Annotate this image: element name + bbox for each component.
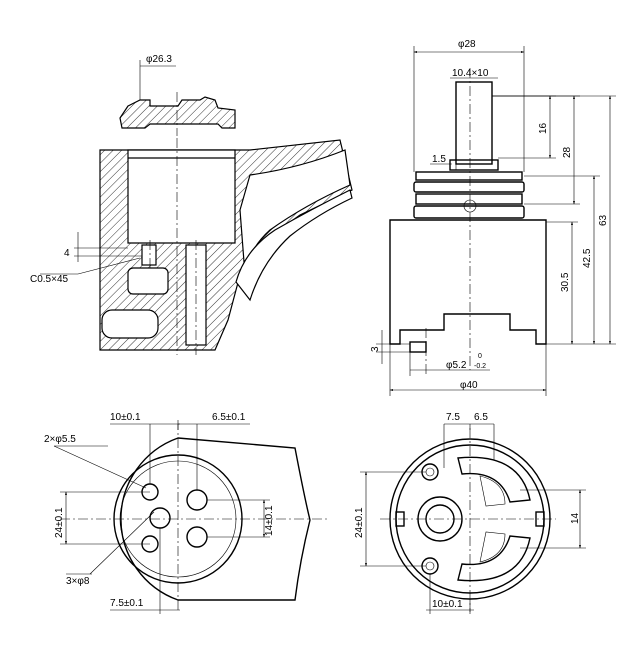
cap-part	[119, 60, 236, 136]
dim-42-5: 42.5	[582, 248, 593, 268]
dim-phi-26-3: φ26.3	[146, 54, 172, 65]
bottom-view-cartridge	[380, 428, 556, 612]
elevation-dimensions: φ28 10.4×10 1.5 16 28 63 42.5 30.5	[370, 39, 616, 396]
dim-24-0-1-right: 24±0.1	[354, 507, 365, 538]
dim-28-vertical: 28	[562, 146, 573, 158]
dim-6-5: 6.5	[474, 412, 488, 423]
dim-10-0-1-bottom: 10±0.1	[432, 599, 463, 610]
dim-6-5-0-1: 6.5±0.1	[212, 412, 246, 423]
dim-phi-40: φ40	[460, 380, 478, 391]
dim-30-5: 30.5	[560, 272, 571, 292]
dim-24-0-1-left: 24±0.1	[54, 507, 65, 538]
body-section	[99, 138, 353, 355]
dim-phi-28: φ28	[458, 39, 476, 50]
dim-3xphi-8: 3×φ8	[66, 576, 90, 587]
dim-7-5-0-1: 7.5±0.1	[110, 598, 144, 609]
plan-view-body	[60, 420, 330, 612]
plan-body-dimensions: 10±0.1 6.5±0.1 2×φ5.5 24±0.1 14±0.1 3×φ8…	[44, 412, 275, 614]
dim-14: 14	[570, 512, 581, 524]
dim-3: 3	[370, 346, 381, 352]
dim-16: 16	[538, 122, 549, 134]
elevation-view-cartridge	[389, 68, 547, 375]
dim-phi-5-2-tol-lower: -0.2	[474, 363, 486, 370]
dim-phi-5-2-tol-upper: 0	[478, 353, 482, 360]
dim-14-0-1: 14±0.1	[264, 505, 275, 536]
dim-10-0-1-top: 10±0.1	[110, 412, 141, 423]
dim-phi-5-2: φ5.2	[446, 360, 467, 371]
dim-2xphi-5-5: 2×φ5.5	[44, 434, 76, 445]
dim-4: 4	[64, 248, 70, 259]
section-view-body: φ26.3 4 C0.5×45	[30, 54, 353, 355]
bottom-view-dimensions: 7.5 6.5 24±0.1 14 10±0.1	[354, 412, 586, 614]
dim-7-5: 7.5	[446, 412, 460, 423]
dim-10-4x10: 10.4×10	[452, 68, 489, 79]
dim-chamfer: C0.5×45	[30, 274, 69, 285]
dim-1-5: 1.5	[432, 154, 446, 165]
dim-63: 63	[598, 214, 609, 226]
